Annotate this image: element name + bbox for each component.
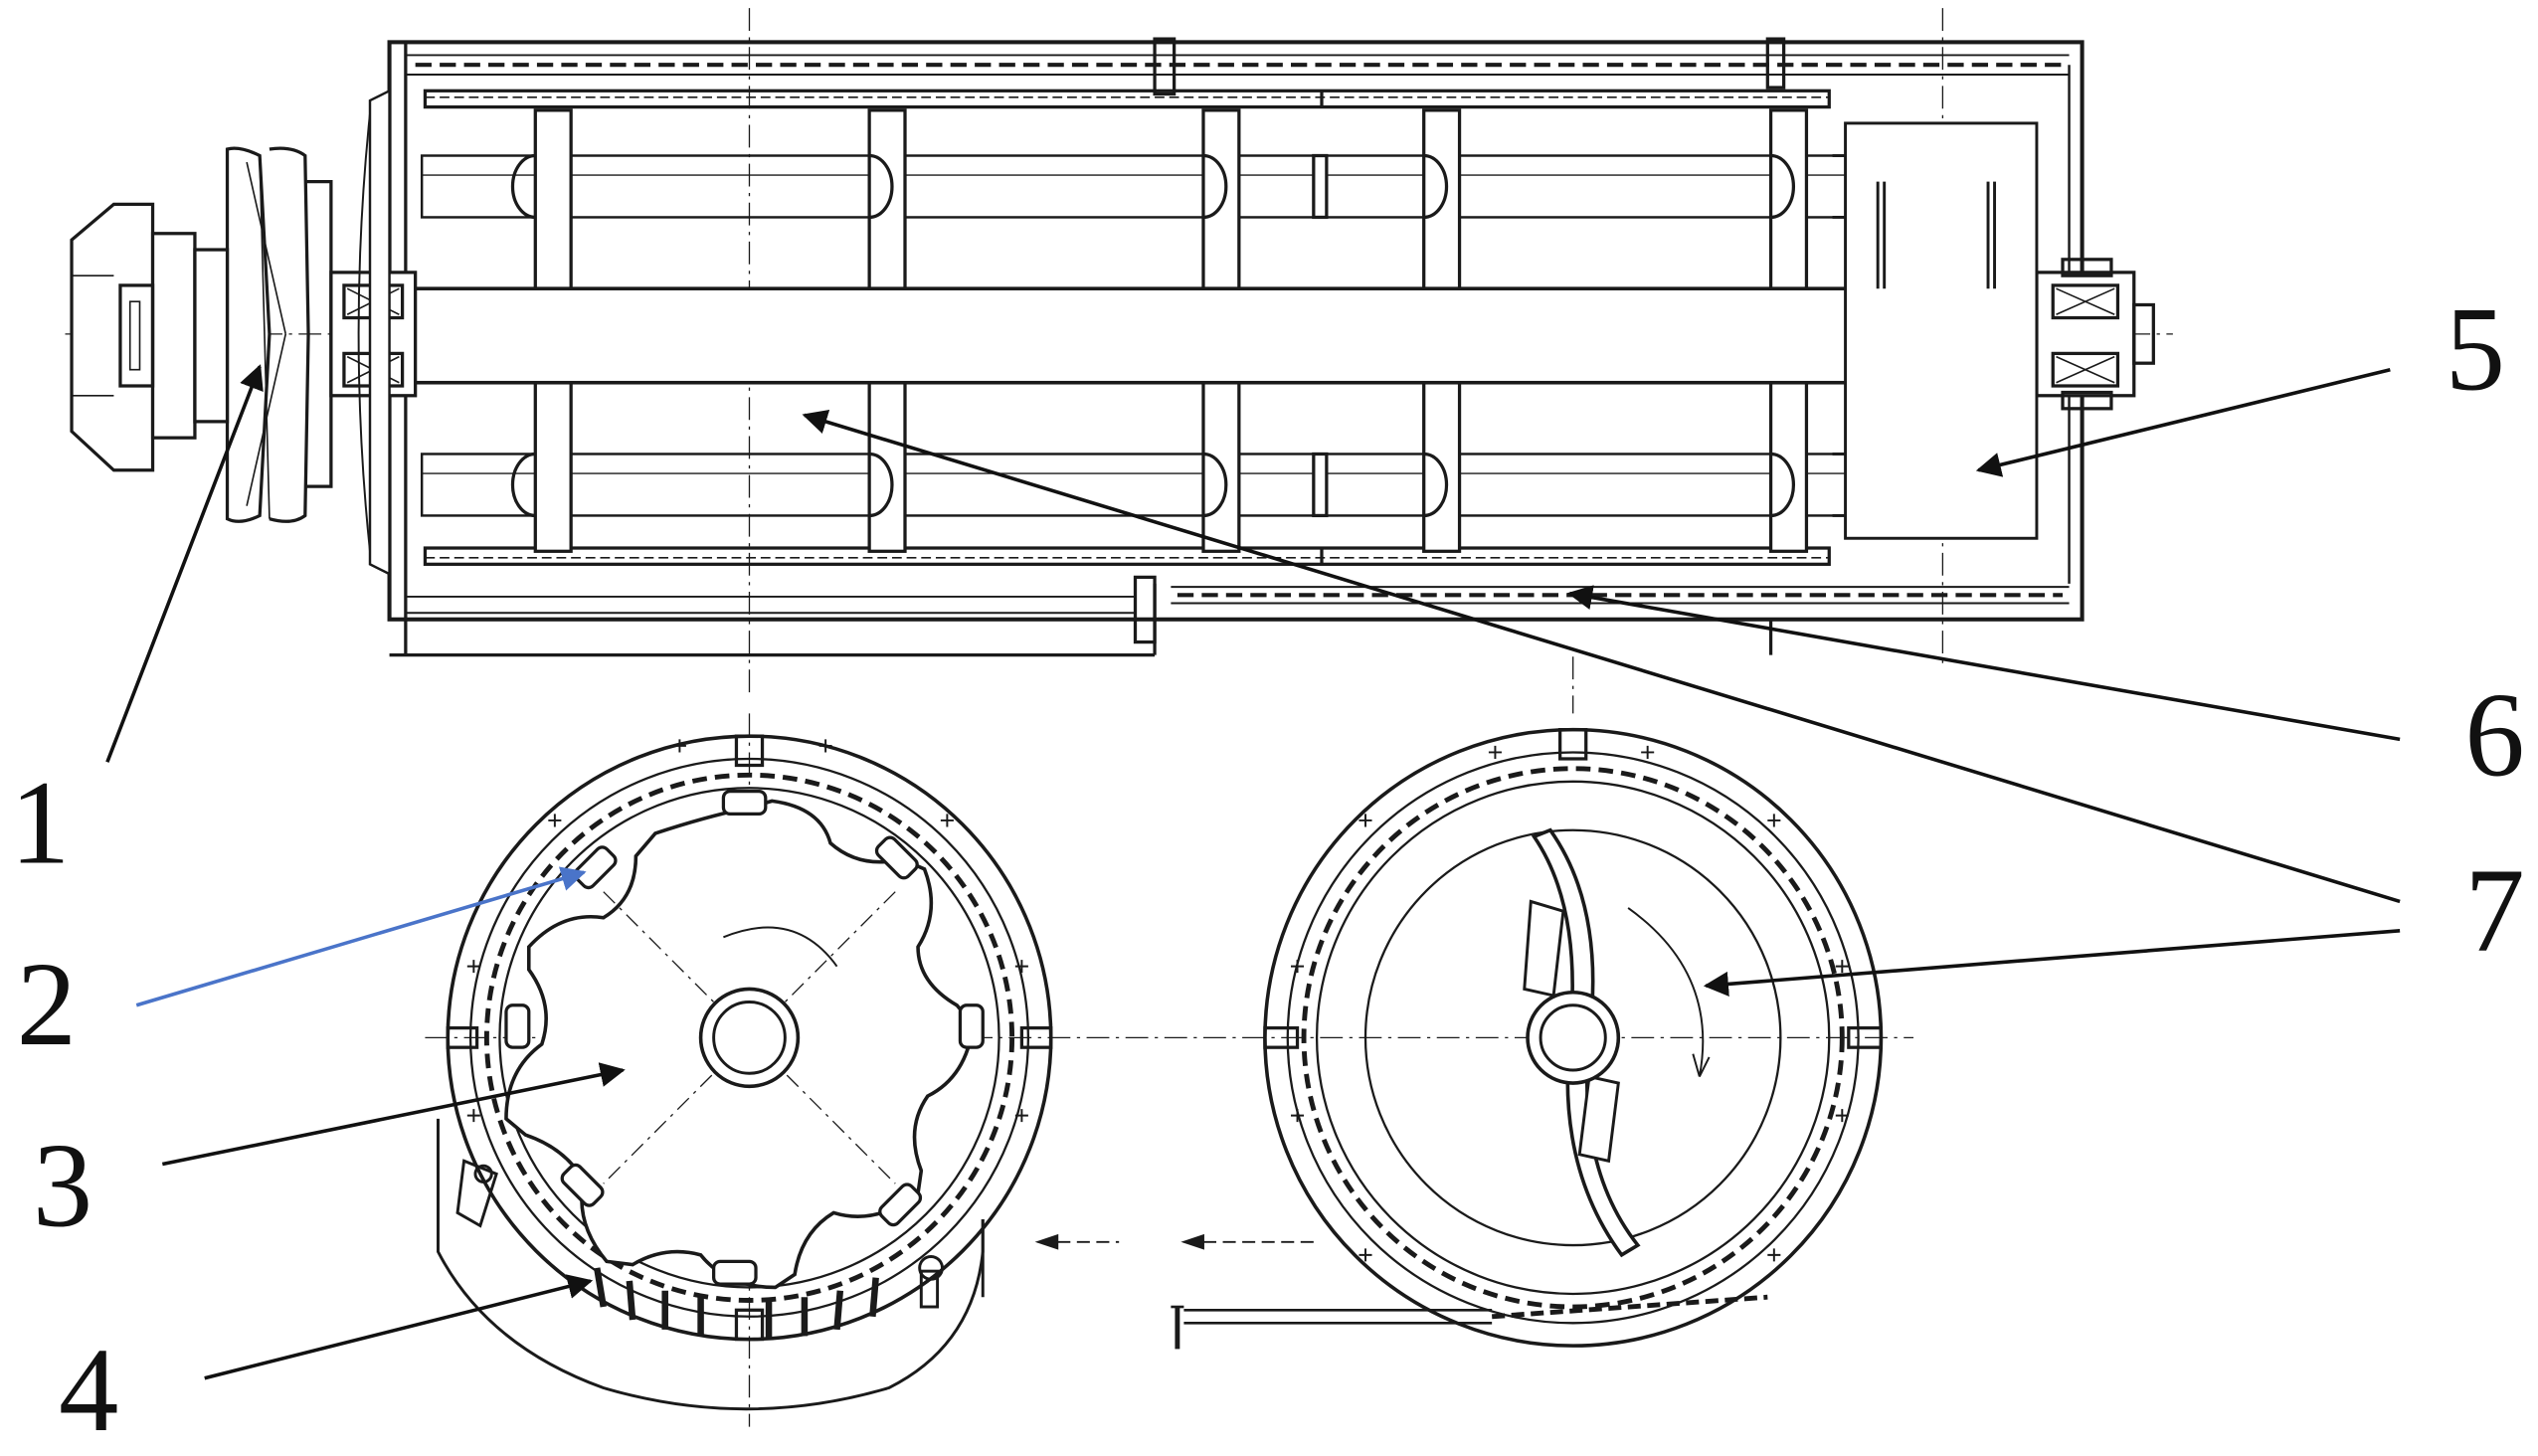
label-4: 4 xyxy=(59,1324,118,1456)
hammer-tips xyxy=(510,153,1795,518)
label-5: 5 xyxy=(2446,282,2505,416)
inner-drum xyxy=(423,89,1831,566)
grate-bars xyxy=(594,1267,879,1340)
leader-5 xyxy=(1975,367,2391,477)
leader-1 xyxy=(105,364,264,763)
label-6: 6 xyxy=(2464,668,2524,802)
leader-3 xyxy=(161,1062,626,1167)
label-3: 3 xyxy=(33,1119,92,1252)
blade-cross-section xyxy=(1034,727,1884,1350)
motor-hub xyxy=(70,202,230,472)
leader-7a xyxy=(802,409,2401,904)
rotor-cross-section xyxy=(425,713,1914,1427)
label-2: 2 xyxy=(17,938,77,1071)
main-shaft xyxy=(329,258,2155,411)
label-1: 1 xyxy=(10,756,70,889)
leader-6 xyxy=(1566,585,2401,742)
leader-lines xyxy=(105,364,2401,1380)
right-bolts xyxy=(1291,745,1849,1262)
outlet-chute xyxy=(1171,1294,1768,1350)
callout-labels: 1 2 3 4 5 6 7 xyxy=(10,282,2525,1456)
leader-7b xyxy=(1703,928,2401,997)
flow-arrows xyxy=(1034,1233,1314,1250)
label-7: 7 xyxy=(2464,843,2524,977)
leader-2 xyxy=(135,866,587,1007)
leader-4 xyxy=(204,1274,594,1380)
discharge-chamber xyxy=(1832,121,2039,540)
left-bolts xyxy=(466,739,1028,1123)
longitudinal-section-view xyxy=(65,8,2173,714)
